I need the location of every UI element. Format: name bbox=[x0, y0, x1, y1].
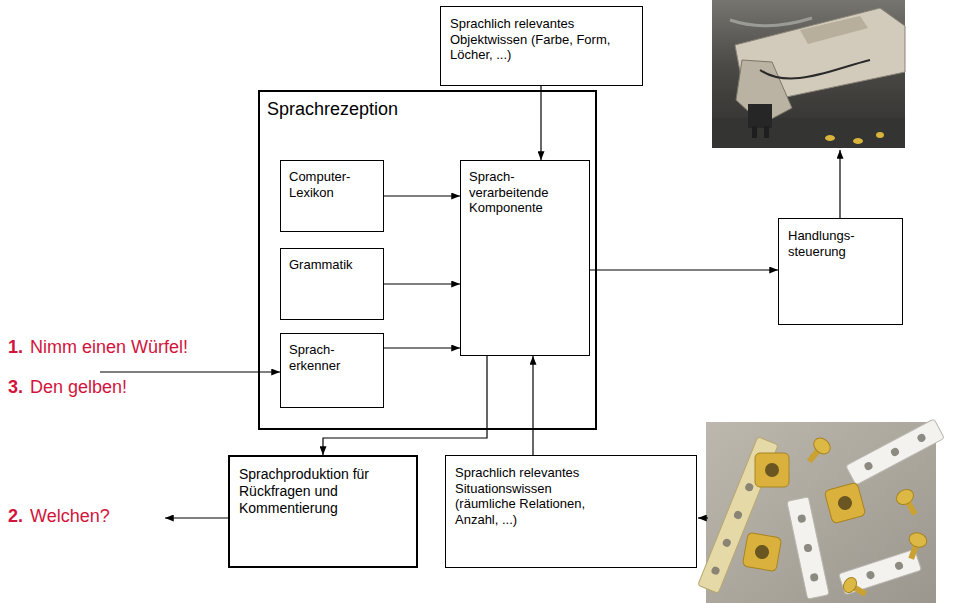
knowledge-box: Sprachlich relevantes Objektwissen (Farb… bbox=[440, 6, 643, 86]
photo-detail bbox=[803, 543, 812, 552]
perception-arrow bbox=[698, 517, 708, 518]
callout-number: 2. bbox=[8, 506, 23, 528]
box-text: Computer- Lexikon bbox=[289, 169, 369, 200]
photo-detail bbox=[903, 530, 929, 562]
connector-arrow bbox=[540, 86, 541, 160]
photo-detail bbox=[824, 482, 866, 524]
photo-detail bbox=[916, 433, 927, 444]
photo-detail bbox=[752, 126, 757, 138]
module-box: Computer- Lexikon bbox=[280, 160, 384, 232]
photo-detail bbox=[841, 575, 870, 601]
photo-detail bbox=[825, 135, 835, 141]
photo-detail bbox=[853, 138, 863, 144]
photo-detail bbox=[894, 486, 923, 518]
utterance-label: Nimm einen Würfel! bbox=[30, 337, 188, 359]
photo-detail bbox=[809, 573, 818, 582]
frame-heading: Sprachrezeption bbox=[267, 99, 588, 121]
parts-photo bbox=[698, 419, 944, 603]
knowledge-box: Sprachlich relevantes Situationswissen (… bbox=[445, 455, 697, 568]
photo-detail bbox=[894, 486, 917, 507]
utterance-label: Den gelben! bbox=[30, 377, 127, 399]
connector-arrow bbox=[384, 347, 460, 348]
photo-detail bbox=[733, 510, 743, 520]
utterance-label: Welchen? bbox=[30, 506, 110, 528]
photo-detail bbox=[755, 453, 789, 487]
connector-arrow bbox=[590, 269, 778, 270]
module-box: Sprach- erkenner bbox=[280, 333, 384, 408]
action-arrow bbox=[839, 150, 840, 218]
photo-detail bbox=[742, 532, 781, 571]
connector-arrow bbox=[384, 283, 460, 284]
photo-detail bbox=[712, 0, 905, 148]
photo-detail bbox=[846, 419, 945, 485]
photo-detail bbox=[712, 118, 905, 148]
photo-detail bbox=[754, 544, 770, 560]
photo-detail bbox=[787, 497, 829, 599]
photo-detail bbox=[765, 463, 779, 477]
photo-detail bbox=[748, 104, 772, 128]
photo-detail bbox=[907, 530, 929, 549]
photo-detail bbox=[876, 132, 884, 138]
photo-detail bbox=[742, 532, 781, 571]
connector-arrow bbox=[384, 195, 460, 196]
box-text: Sprachlich relevantes Objektwissen (Farb… bbox=[450, 16, 630, 63]
output-arrow bbox=[165, 517, 228, 518]
photo-detail bbox=[890, 447, 901, 458]
photo-detail bbox=[722, 538, 732, 548]
box-text: Sprachproduktion für Rückfragen und Komm… bbox=[239, 466, 374, 516]
component-frame: SprachrezeptionComputer- LexikonGrammati… bbox=[258, 90, 597, 430]
callout-number: 3. bbox=[8, 377, 23, 399]
photo-detail bbox=[764, 126, 769, 138]
processing-box: Sprach- verarbeitende Komponente bbox=[460, 160, 590, 356]
photo-detail bbox=[836, 494, 853, 511]
photo-detail bbox=[865, 570, 875, 580]
photo-detail bbox=[787, 497, 829, 599]
input-arrow bbox=[100, 371, 280, 372]
photo-detail bbox=[894, 561, 904, 571]
photo-detail bbox=[744, 482, 754, 492]
photo-detail bbox=[846, 419, 945, 485]
photo-detail bbox=[811, 435, 834, 457]
box-text: Handlungs- steuerung bbox=[788, 228, 873, 259]
photo-detail bbox=[802, 435, 833, 467]
photo-detail bbox=[797, 514, 806, 523]
robot-photo bbox=[712, 0, 905, 148]
photo-detail bbox=[755, 453, 789, 487]
control-box: Handlungs- steuerung bbox=[778, 218, 903, 325]
photo-detail bbox=[760, 60, 870, 79]
connector-arrow bbox=[532, 356, 533, 455]
photo-detail bbox=[800, 16, 868, 44]
photo-detail bbox=[710, 565, 720, 575]
photo-detail bbox=[863, 461, 874, 472]
box-text: Grammatik bbox=[289, 257, 369, 273]
photo-detail bbox=[730, 18, 812, 26]
module-box: Grammatik bbox=[280, 248, 384, 320]
connector-arrow bbox=[323, 356, 487, 455]
photo-detail bbox=[824, 482, 866, 524]
box-text: Sprachlich relevantes Situationswissen (… bbox=[455, 465, 605, 527]
callout-number: 1. bbox=[8, 337, 23, 359]
output-box: Sprachproduktion für Rückfragen und Komm… bbox=[228, 455, 418, 568]
photo-detail bbox=[841, 575, 859, 595]
box-text: Sprach- verarbeitende Komponente bbox=[469, 169, 574, 216]
box-text: Sprach- erkenner bbox=[289, 342, 364, 373]
